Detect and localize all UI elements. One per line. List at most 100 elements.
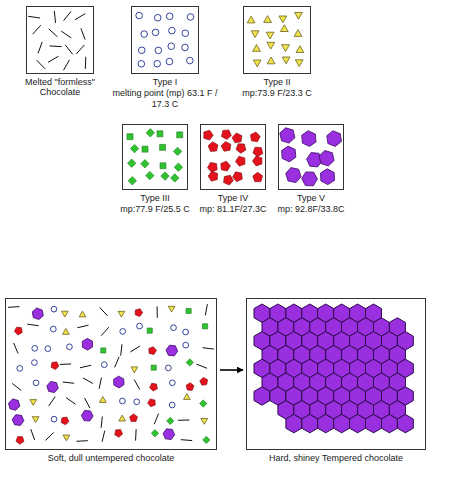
type-one-crystal: [152, 29, 159, 36]
formless-stroke: [28, 16, 40, 18]
formless-stroke: [60, 363, 71, 365]
type-four-crystal: [150, 383, 158, 391]
type-three-crystal: [167, 417, 174, 424]
type-four-crystal: [233, 172, 243, 182]
type-five-crystal: [319, 151, 334, 166]
type-four-crystal: [236, 144, 246, 154]
sample-illustration: [200, 124, 266, 190]
formless-stroke: [12, 383, 21, 390]
formless-stroke: [63, 382, 74, 383]
sample-caption: Type IV: [194, 193, 272, 203]
type-three-crystal: [200, 400, 207, 407]
formless-stroke: [85, 57, 86, 69]
type-one-crystal: [134, 399, 140, 405]
formless-stroke: [102, 431, 105, 442]
type-two-crystal: [32, 417, 39, 423]
type-two-crystal: [131, 367, 138, 373]
formless-stroke: [83, 378, 93, 384]
formless-stroke: [31, 429, 35, 440]
type-four-crystal: [186, 383, 194, 391]
type-three-crystal: [160, 163, 166, 169]
formless-stroke: [38, 42, 42, 53]
type-five-crystal: [397, 414, 413, 432]
type-two-crystal: [267, 57, 275, 64]
formless-stroke: [157, 306, 158, 317]
crystal-sample: Type IImp:73.9 F/23.3 C: [222, 6, 332, 99]
sample-caption: mp: 81.1F/27.3C: [194, 204, 272, 214]
sample-caption: Soft, dull untempered chocolate: [5, 453, 217, 463]
sample-illustration: [243, 6, 311, 74]
sample-illustration: [278, 124, 344, 190]
type-four-crystal: [236, 156, 246, 166]
type-four-crystal: [148, 399, 156, 407]
type-four-crystal: [14, 327, 22, 335]
type-five-crystal: [286, 414, 302, 432]
type-two-crystal: [282, 57, 290, 64]
sample-illustration: [246, 298, 426, 450]
type-three-crystal: [151, 430, 158, 437]
sample-frame: [27, 7, 94, 74]
type-one-crystal: [169, 402, 175, 408]
type-one-crystal: [101, 362, 107, 368]
type-one-crystal: [182, 30, 189, 37]
type-four-crystal: [130, 414, 138, 422]
type-two-crystal: [247, 16, 255, 23]
type-two-crystal: [295, 13, 303, 20]
formless-stroke: [99, 378, 101, 389]
formless-stroke: [48, 56, 58, 62]
formless-stroke: [130, 346, 140, 352]
formless-stroke: [100, 307, 108, 315]
formless-stroke: [45, 432, 53, 440]
type-five-crystal: [350, 414, 366, 432]
type-two-crystal: [168, 306, 175, 312]
type-four-crystal: [208, 162, 218, 172]
type-three-crystal: [174, 163, 182, 171]
type-one-crystal: [171, 325, 177, 331]
type-four-crystal: [251, 132, 261, 142]
formless-stroke: [154, 414, 158, 425]
type-one-crystal: [120, 398, 126, 404]
type-five-crystal: [318, 414, 334, 432]
formless-stroke: [63, 60, 69, 70]
sample-frame: [279, 125, 344, 190]
formless-stroke: [101, 416, 102, 427]
formless-stroke: [85, 398, 90, 408]
crystal-sample: Soft, dull untempered chocolate: [5, 298, 217, 463]
formless-stroke: [203, 348, 214, 349]
formless-stroke: [61, 31, 71, 38]
type-three-crystal: [160, 144, 166, 150]
formless-stroke: [81, 28, 85, 39]
type-four-crystal: [221, 142, 231, 152]
type-two-crystal: [264, 16, 272, 23]
type-one-crystal: [166, 13, 173, 20]
type-five-crystal: [47, 382, 59, 393]
crystal-sample: Type IIImp:77.9 F/25.5 C: [116, 124, 194, 215]
type-four-crystal: [115, 429, 123, 437]
type-three-crystal: [141, 160, 149, 168]
type-two-crystal: [295, 60, 303, 67]
type-one-crystal: [155, 47, 162, 54]
type-two-crystal: [201, 419, 208, 425]
sample-caption: Type V: [272, 193, 350, 203]
type-five-crystal: [280, 128, 295, 143]
sample-caption: Hard, shiney Tempered chocolate: [246, 453, 426, 463]
formless-stroke: [77, 325, 88, 328]
type-three-crystal: [128, 159, 136, 167]
crystal-sample: Type Vmp: 92.8F/33.8C: [272, 124, 350, 215]
type-five-crystal: [302, 172, 318, 186]
type-two-crystal: [99, 397, 106, 403]
sample-frame: [123, 125, 188, 190]
type-one-crystal: [120, 329, 126, 335]
type-four-crystal: [149, 347, 157, 355]
formless-stroke: [65, 45, 73, 54]
type-one-crystal: [169, 27, 176, 34]
type-three-crystal: [161, 172, 169, 180]
type-five-crystal: [166, 345, 178, 356]
type-two-crystal: [296, 46, 304, 53]
type-two-crystal: [253, 45, 261, 52]
formless-stroke: [76, 440, 87, 442]
type-one-crystal: [183, 342, 189, 348]
type-five-crystal: [12, 415, 24, 426]
crystal-group: [247, 13, 304, 67]
